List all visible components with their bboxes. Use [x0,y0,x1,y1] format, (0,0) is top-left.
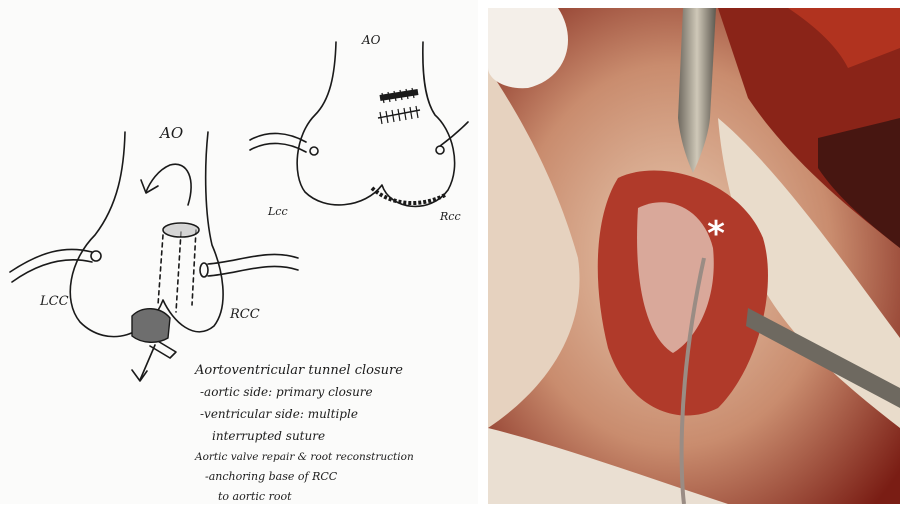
base-anchoring-suture [372,188,445,203]
right-coronary-ostium [200,263,208,277]
note-line-6: -anchoring base of RCC [205,470,338,483]
label-rcc-small: Rcc [439,210,461,223]
surgical-photo-svg: * [488,8,900,504]
flow-arrow-head [141,180,158,193]
suture-line-mid-ticks [380,106,418,124]
left-coronary-ostium [91,251,101,261]
label-lcc-small: Lcc [267,205,288,218]
repaired-left-ostium [310,147,318,155]
note-line-5: Aortic valve repair & root reconstructio… [194,451,414,463]
repaired-root-outline [297,42,454,206]
note-line-2: -aortic side: primary closure [200,385,373,399]
note-line-4: interrupted suture [212,429,325,443]
note-line-7: to aortic root [218,490,292,503]
asterisk-marker: * [707,214,725,254]
label-lcc-main: LCC [39,294,69,309]
schematic-svg: AO AO LCC RCC Lcc Rcc Aortoventricular t… [0,0,478,504]
rcc-shaded-patch [132,309,170,343]
surgical-photo: * [488,8,900,504]
outflow-arrow-head [132,370,147,381]
note-line-3: -ventricular side: multiple [200,407,358,421]
label-ao-main: AO [158,124,183,142]
outflow-arrow [140,345,155,380]
label-rcc-main: RCC [229,307,260,322]
tunnel-top-fill [164,224,198,236]
note-line-1: Aortoventricular tunnel closure [194,363,403,378]
flow-arrow-curve [146,164,191,205]
aortic-root-outline [70,132,223,337]
repaired-right-ostium [436,146,444,154]
schematic-drawing: AO AO LCC RCC Lcc Rcc Aortoventricular t… [0,0,478,504]
label-ao-small: AO [361,33,381,47]
suture-line-upper [380,92,418,98]
